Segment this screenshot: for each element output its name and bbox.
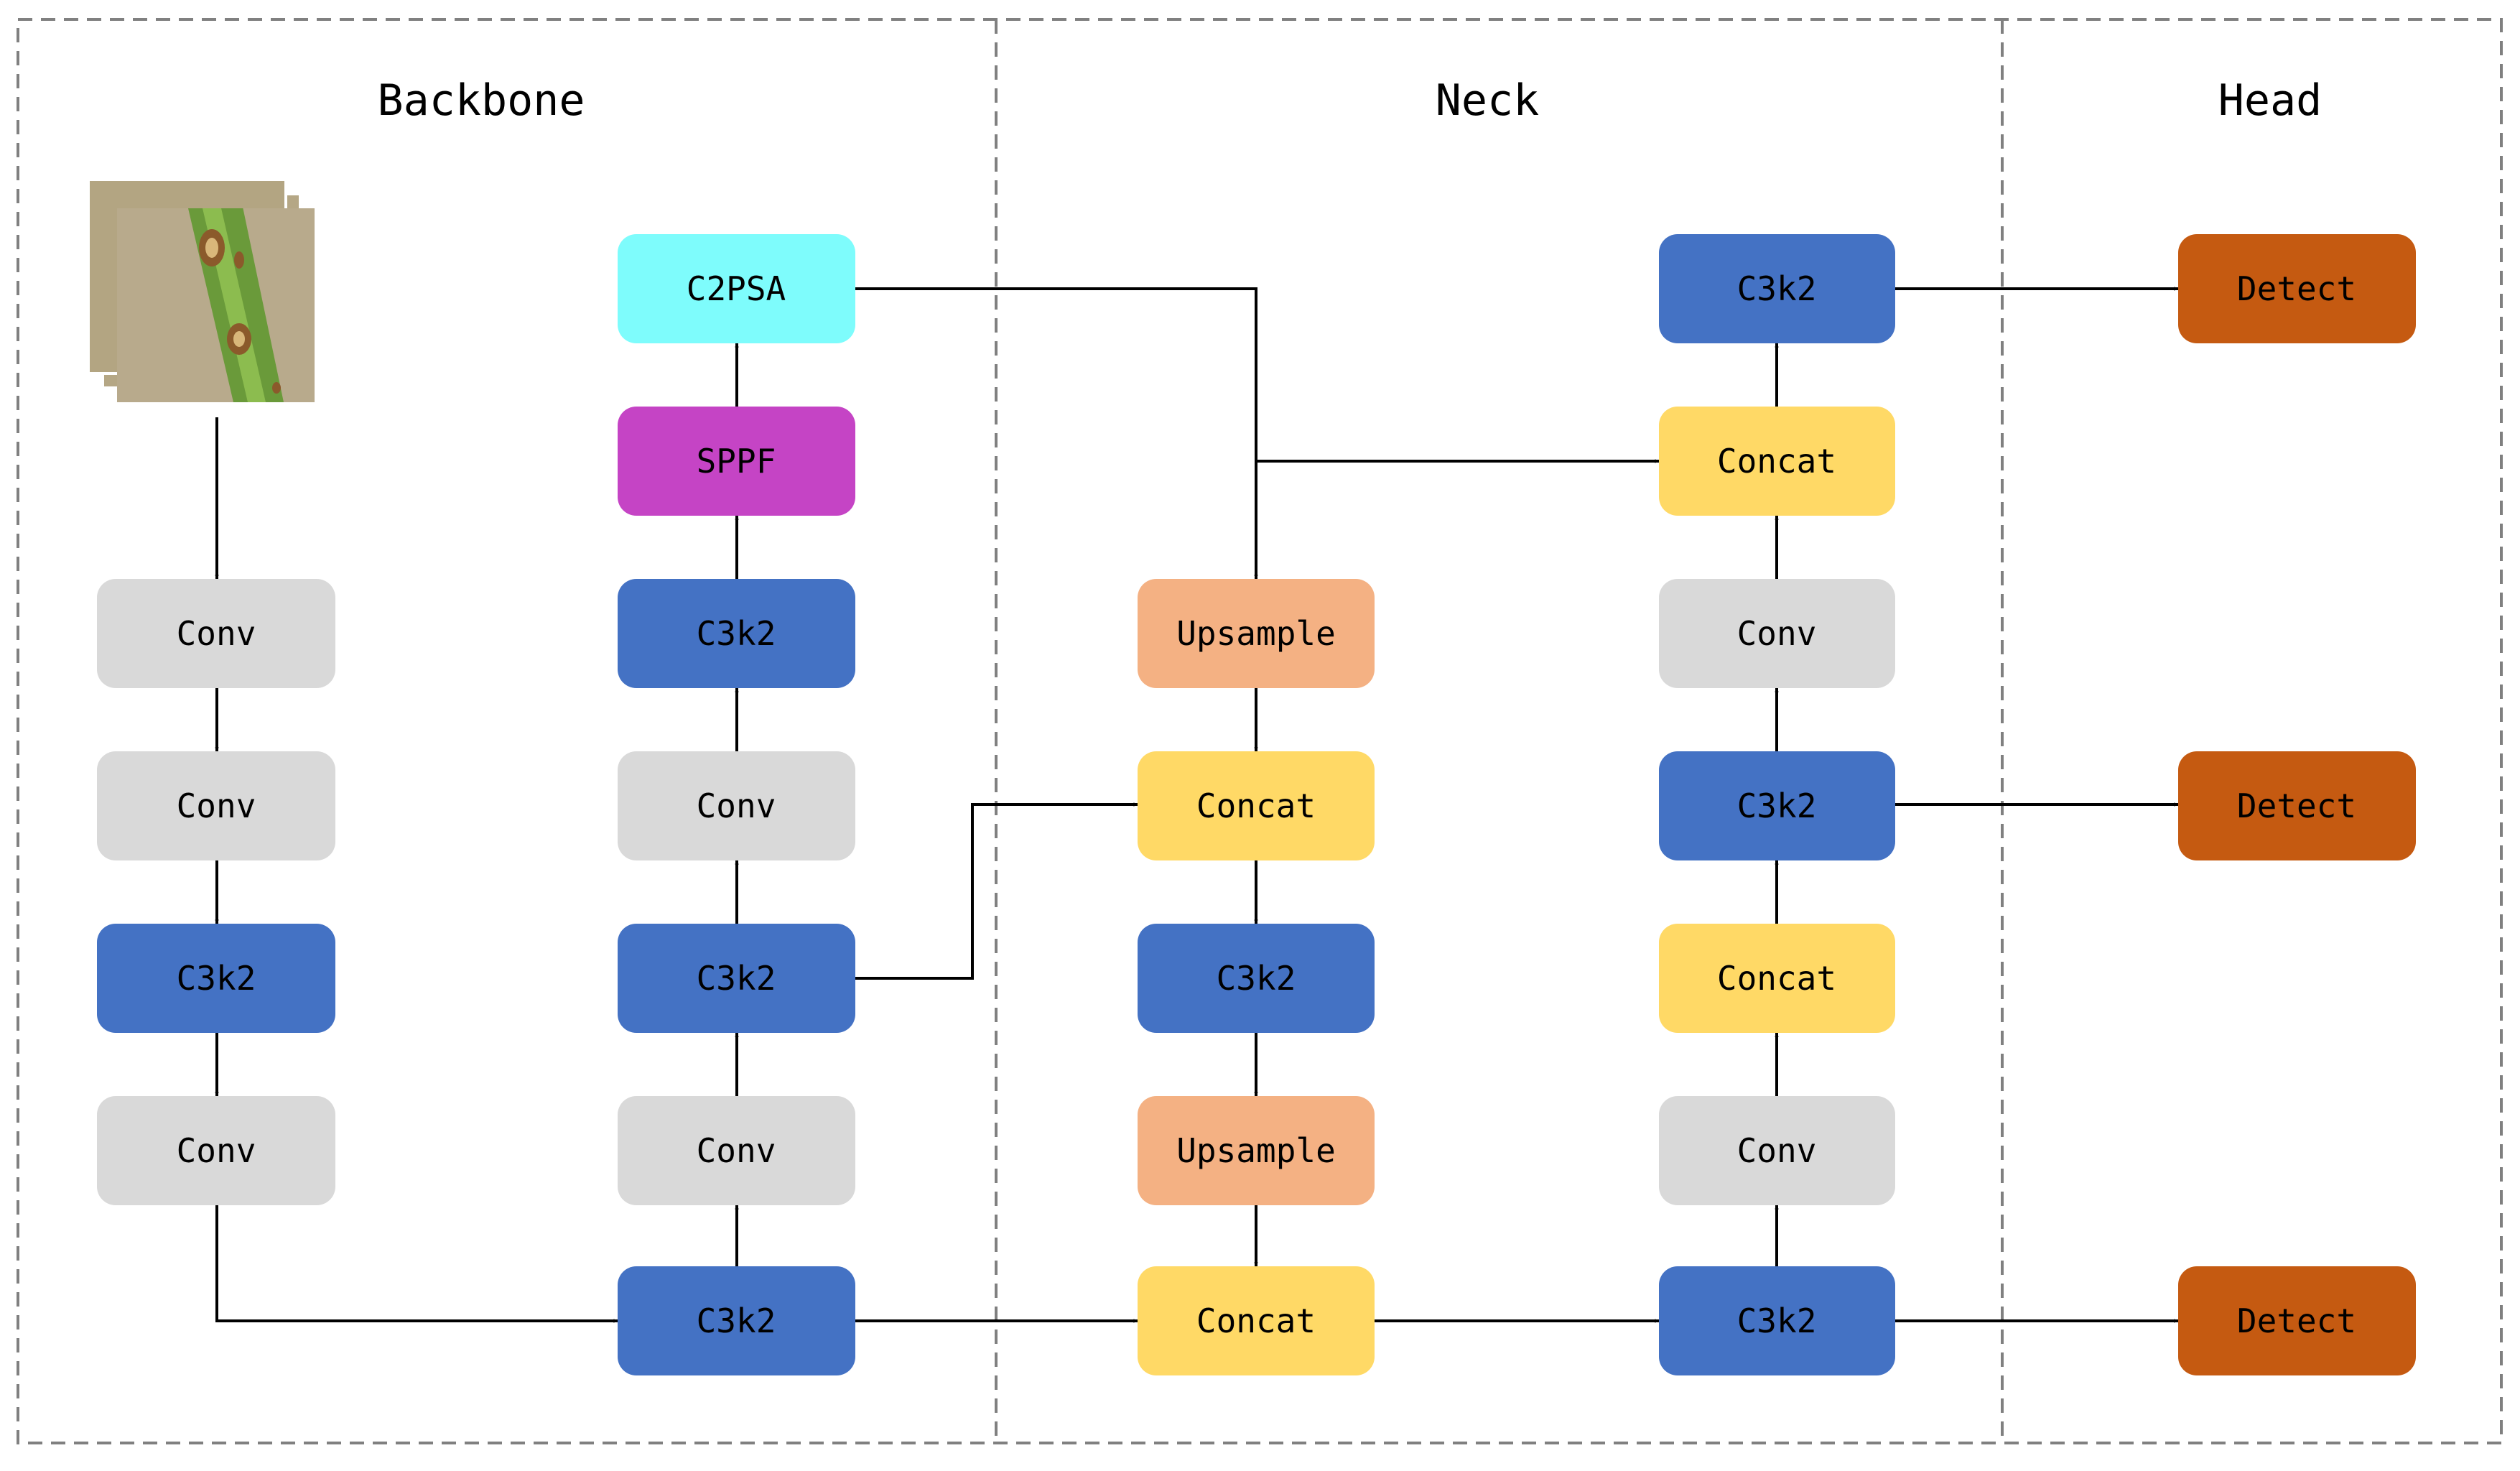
neck-title: Neck (1436, 75, 1540, 126)
upsample-block: Upsample (1138, 1096, 1375, 1205)
arrow-c2psa-to-upsample (855, 287, 1258, 579)
connectors (215, 287, 2178, 1323)
sppf-label: SPPF (697, 442, 776, 481)
conv-block: Conv (97, 579, 335, 688)
conv-label: Conv (697, 1131, 776, 1170)
concat-block: Concat (1138, 751, 1375, 860)
concat-block: Concat (1659, 924, 1895, 1033)
c3k2-label: C3k2 (697, 1301, 776, 1340)
detect-block: Detect (2178, 234, 2416, 343)
c3k2-block: C3k2 (618, 924, 855, 1033)
detect-label: Detect (2237, 269, 2356, 308)
c3k2-block: C3k2 (1659, 234, 1895, 343)
concat-label: Concat (1196, 1301, 1316, 1340)
c3k2-label: C3k2 (1737, 1301, 1817, 1340)
c3k2-label: C3k2 (1737, 786, 1817, 825)
conv-block: Conv (1659, 579, 1895, 688)
outer-frame (17, 18, 2503, 1444)
concat-label: Concat (1717, 442, 1836, 481)
c3k2-block: C3k2 (618, 1266, 855, 1375)
conv-label: Conv (177, 614, 256, 653)
detect-block: Detect (2178, 751, 2416, 860)
c3k2-label: C3k2 (177, 959, 256, 998)
head-title: Head (2218, 75, 2323, 126)
modules: Conv Conv C3k2 Conv C3k2 Conv C3k2 (97, 234, 2416, 1375)
c3k2-block: C3k2 (1138, 924, 1375, 1033)
conv-label: Conv (177, 1131, 256, 1170)
conv-block: Conv (97, 1096, 335, 1205)
conv-block: Conv (618, 1096, 855, 1205)
conv-block: Conv (97, 751, 335, 860)
sppf-block: SPPF (618, 407, 855, 516)
leaf-image-stack-icon (87, 178, 316, 404)
conv-block: Conv (1659, 1096, 1895, 1205)
c3k2-block: C3k2 (1659, 751, 1895, 860)
section-titles: Backbone Neck Head (378, 75, 2323, 126)
conv-block: Conv (618, 751, 855, 860)
concat-label: Concat (1196, 786, 1316, 825)
conv-label: Conv (1737, 614, 1817, 653)
c2psa-label: C2PSA (687, 269, 786, 308)
concat-block: Concat (1659, 407, 1895, 516)
conv-label: Conv (697, 786, 776, 825)
detect-label: Detect (2237, 786, 2356, 825)
c2psa-block: C2PSA (618, 234, 855, 343)
c3k2-block: C3k2 (97, 924, 335, 1033)
arrow-c3k2-to-concat1 (855, 802, 1138, 980)
c3k2-label: C3k2 (697, 959, 776, 998)
c3k2-label: C3k2 (697, 614, 776, 653)
section-frames (17, 18, 2503, 1444)
conv-label: Conv (1737, 1131, 1817, 1170)
concat-block: Concat (1138, 1266, 1375, 1375)
upsample-label: Upsample (1176, 1131, 1336, 1170)
c3k2-block: C3k2 (618, 579, 855, 688)
c3k2-block: C3k2 (1659, 1266, 1895, 1375)
upsample-block: Upsample (1138, 579, 1375, 688)
upsample-label: Upsample (1176, 614, 1336, 653)
c3k2-label: C3k2 (1737, 269, 1817, 308)
backbone-title: Backbone (378, 75, 585, 126)
detect-label: Detect (2237, 1301, 2356, 1340)
conv-label: Conv (177, 786, 256, 825)
arrow-conv3-to-c3k2 (215, 1205, 618, 1323)
detect-block: Detect (2178, 1266, 2416, 1375)
concat-label: Concat (1717, 959, 1836, 998)
c3k2-label: C3k2 (1217, 959, 1296, 998)
